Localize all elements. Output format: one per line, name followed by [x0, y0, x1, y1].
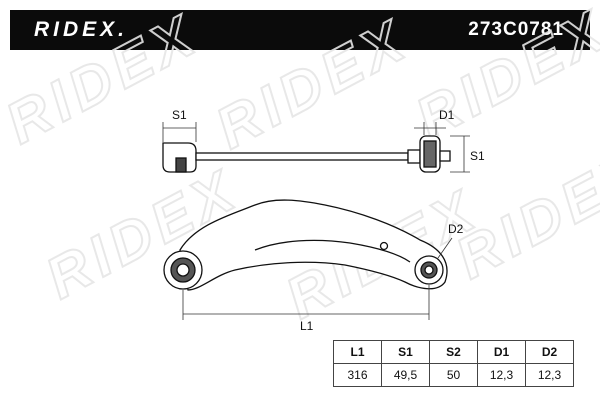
label-l1: L1 — [300, 319, 314, 333]
d2-leader — [437, 237, 453, 259]
watermark-text-1: RIDEX — [0, 2, 209, 157]
left-bushing-sleeve — [176, 263, 190, 277]
watermark-text-3: RIDEX — [406, 0, 600, 151]
watermark: RIDEX RIDEX RIDEX RIDEX RIDEX RIDEX — [0, 0, 600, 332]
spec-value-cell: 12,3 — [525, 363, 574, 387]
bushing-stub — [439, 150, 451, 162]
label-d1: D1 — [439, 108, 455, 122]
arm-rib-line — [254, 239, 411, 263]
right-bushing-core — [423, 140, 437, 168]
rod-body — [195, 152, 409, 161]
spec-header-cell: D1 — [477, 340, 526, 364]
rod-end-sleeve — [407, 149, 421, 164]
spec-value-cell: 316 — [333, 363, 382, 387]
link-rod-top-view — [162, 135, 451, 173]
spec-value-cell: 49,5 — [381, 363, 430, 387]
left-clevis-bolt — [175, 157, 187, 173]
spec-table: L1 S1 S2 D1 D2 316 49,5 50 12,3 12,3 — [333, 340, 574, 387]
main-view-dimensions — [182, 237, 453, 320]
spec-value-cell: 50 — [429, 363, 478, 387]
control-arm-side-view — [163, 199, 448, 291]
header-bar: RIDEX. 273C0781 — [10, 10, 590, 50]
spec-header-cell: S1 — [381, 340, 430, 364]
spec-table-header-row: L1 S1 S2 D1 D2 — [333, 340, 574, 364]
arm-body — [179, 199, 448, 291]
watermark-text-2: RIDEX — [206, 7, 420, 162]
part-number: 273C0781 — [468, 19, 564, 40]
label-d2: D2 — [448, 222, 464, 236]
spec-value-cell: 12,3 — [477, 363, 526, 387]
brand-logo: RIDEX. — [34, 18, 129, 41]
top-view-dimensions — [162, 122, 470, 173]
label-s1-left: S1 — [172, 108, 187, 122]
spec-table-value-row: 316 49,5 50 12,3 12,3 — [333, 363, 574, 387]
right-bushing-sleeve — [424, 265, 434, 275]
spec-header-cell: D2 — [525, 340, 574, 364]
label-s1-right: S1 — [470, 149, 485, 163]
arm-mount-hole — [379, 241, 389, 251]
spec-header-cell: L1 — [333, 340, 382, 364]
spec-header-cell: S2 — [429, 340, 478, 364]
